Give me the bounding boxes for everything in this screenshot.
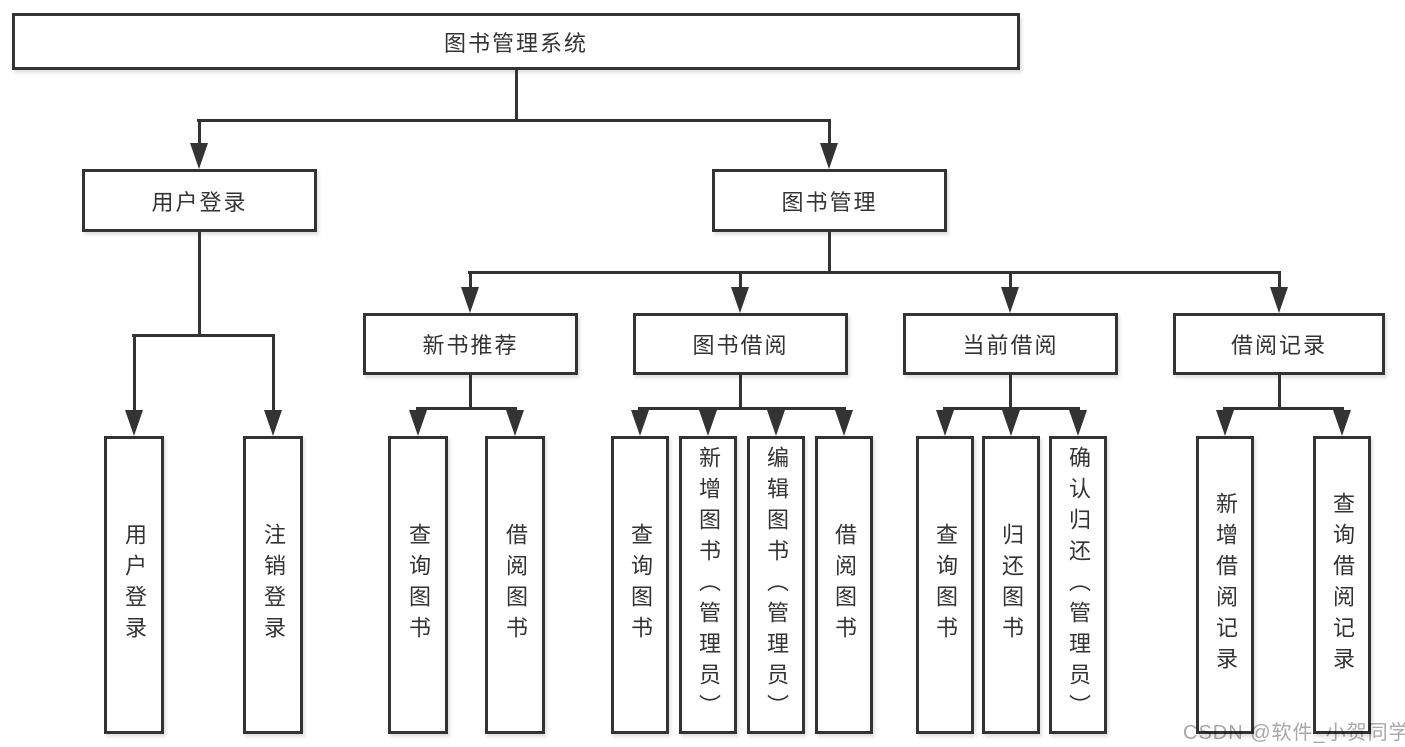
connector-horizontal-line xyxy=(468,270,1281,274)
watermark: CSDN @软件_小贺同学 xyxy=(1183,722,1405,744)
node-leaf-newrec-borrow-book: 借阅图书 xyxy=(485,436,545,734)
connector-arrow-stem xyxy=(468,272,472,291)
arrow-down-icon xyxy=(631,410,649,436)
connector-horizontal-line xyxy=(1223,406,1344,410)
node-root-system-label: 图书管理系统 xyxy=(443,30,588,56)
node-leaf-confirm-return-admin-label: 确认归还（管理员） xyxy=(1066,445,1091,725)
connector-arrow-stem xyxy=(1008,272,1012,291)
node-borrowing-records-label: 借阅记录 xyxy=(1230,333,1327,358)
connector-arrow-stem xyxy=(197,120,201,147)
node-leaf-current-query-book-label: 查询图书 xyxy=(933,523,958,647)
connector-vertical-line xyxy=(197,232,201,337)
connector-arrow-stem xyxy=(271,335,275,414)
arrow-down-icon xyxy=(125,410,143,436)
node-leaf-return-book-label: 归还图书 xyxy=(999,523,1024,647)
connector-vertical-line xyxy=(738,375,742,410)
connector-vertical-line xyxy=(827,232,831,274)
connector-horizontal-line xyxy=(638,406,846,410)
arrow-down-icon xyxy=(699,410,717,436)
node-leaf-logout-label: 注销登录 xyxy=(261,523,286,647)
node-leaf-newrec-query-book-label: 查询图书 xyxy=(406,523,431,647)
arrow-down-icon xyxy=(835,410,853,436)
arrow-down-icon xyxy=(264,410,282,436)
connector-vertical-line xyxy=(1277,375,1281,410)
node-book-management-branch: 图书管理 xyxy=(712,169,947,232)
node-user-login-branch: 用户登录 xyxy=(82,169,317,232)
node-leaf-confirm-return-admin: 确认归还（管理员） xyxy=(1049,436,1107,734)
connector-vertical-line xyxy=(468,375,472,410)
node-leaf-add-borrow-record-label: 新增借阅记录 xyxy=(1213,492,1238,678)
node-leaf-current-query-book: 查询图书 xyxy=(916,436,974,734)
arrow-down-icon xyxy=(409,410,427,436)
node-leaf-edit-book-admin: 编辑图书（管理员） xyxy=(747,436,805,734)
arrow-down-icon xyxy=(190,143,208,169)
node-leaf-add-borrow-record: 新增借阅记录 xyxy=(1196,436,1254,734)
node-leaf-newrec-query-book: 查询图书 xyxy=(388,436,448,734)
connector-arrow-stem xyxy=(1277,272,1281,291)
arrow-down-icon xyxy=(461,287,479,313)
node-current-borrowing: 当前借阅 xyxy=(903,313,1118,375)
node-leaf-query-borrow-record-label: 查询借阅记录 xyxy=(1330,492,1355,678)
connector-horizontal-line xyxy=(132,333,275,337)
node-root-system: 图书管理系统 xyxy=(12,13,1020,70)
node-leaf-newrec-borrow-book-label: 借阅图书 xyxy=(503,523,528,647)
arrow-down-icon xyxy=(1333,410,1351,436)
node-user-login-branch-label: 用户登录 xyxy=(151,189,248,215)
node-leaf-add-book-admin: 新增图书（管理员） xyxy=(679,436,737,734)
arrow-down-icon xyxy=(506,410,524,436)
node-leaf-borrow-book-label: 借阅图书 xyxy=(832,523,857,647)
arrow-down-icon xyxy=(1002,410,1020,436)
node-leaf-user-login-label: 用户登录 xyxy=(122,523,147,647)
arrow-down-icon xyxy=(936,410,954,436)
connector-vertical-line xyxy=(514,70,518,122)
node-leaf-query-borrow-record: 查询借阅记录 xyxy=(1313,436,1371,734)
node-current-borrowing-label: 当前借阅 xyxy=(962,333,1059,358)
node-leaf-borrow-query-book-label: 查询图书 xyxy=(628,523,653,647)
arrow-down-icon xyxy=(1069,410,1087,436)
arrow-down-icon xyxy=(1001,287,1019,313)
connector-horizontal-line xyxy=(416,406,517,410)
connector-horizontal-line xyxy=(197,118,831,122)
node-leaf-edit-book-admin-label: 编辑图书（管理员） xyxy=(764,445,789,725)
node-new-book-recommend: 新书推荐 xyxy=(363,313,578,375)
arrow-down-icon xyxy=(767,410,785,436)
arrow-down-icon xyxy=(1216,410,1234,436)
node-book-borrowing: 图书借阅 xyxy=(633,313,848,375)
node-borrowing-records: 借阅记录 xyxy=(1173,313,1385,375)
connector-arrow-stem xyxy=(132,335,136,414)
node-book-management-branch-label: 图书管理 xyxy=(781,189,878,215)
node-new-book-recommend-label: 新书推荐 xyxy=(422,333,519,358)
node-leaf-user-login: 用户登录 xyxy=(104,436,164,734)
connector-arrow-stem xyxy=(738,272,742,291)
connector-vertical-line xyxy=(1008,375,1012,410)
node-leaf-logout: 注销登录 xyxy=(243,436,303,734)
node-book-borrowing-label: 图书借阅 xyxy=(692,333,789,358)
node-leaf-borrow-book: 借阅图书 xyxy=(815,436,873,734)
node-leaf-return-book: 归还图书 xyxy=(982,436,1040,734)
arrow-down-icon xyxy=(1270,287,1288,313)
arrow-down-icon xyxy=(731,287,749,313)
node-leaf-add-book-admin-label: 新增图书（管理员） xyxy=(696,445,721,725)
arrow-down-icon xyxy=(820,143,838,169)
connector-arrow-stem xyxy=(827,120,831,147)
node-leaf-borrow-query-book: 查询图书 xyxy=(611,436,669,734)
